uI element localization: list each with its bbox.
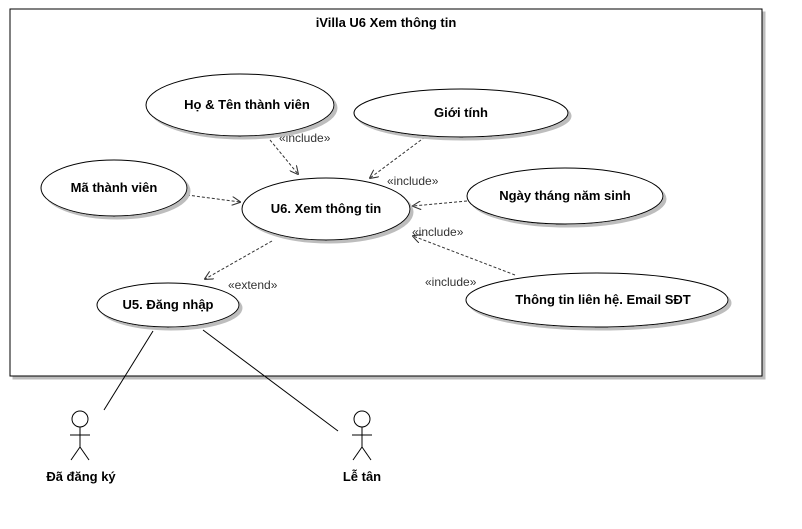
use-case-ma-tv[interactable]: Mã thành viên bbox=[40, 159, 188, 217]
use-case-lien-he-label: Thông tin liên hệ. Email SĐT bbox=[515, 292, 691, 307]
association-da-dang-ky bbox=[103, 330, 154, 411]
stick-figure-icon bbox=[352, 410, 372, 461]
include-line-gioi-tinh bbox=[370, 136, 426, 178]
use-case-ma-tv-label: Mã thành viên bbox=[71, 180, 158, 195]
include-label-gioi-tinh: «include» bbox=[387, 174, 439, 188]
stick-figure-icon bbox=[70, 410, 90, 461]
include-label-ngay-sinh: «include» bbox=[412, 225, 464, 239]
use-case-lien-he[interactable]: Thông tin liên hệ. Email SĐT bbox=[465, 272, 729, 328]
include-line-lien-he bbox=[413, 236, 516, 276]
extend-label: «extend» bbox=[228, 278, 278, 292]
actor-le-tan-label: Lễ tân bbox=[343, 469, 381, 484]
use-case-ho-ten-label: Họ & Tên thành viên bbox=[184, 97, 310, 112]
use-case-xem-thong-tin-label: U6. Xem thông tin bbox=[271, 201, 382, 216]
extend-line bbox=[205, 240, 273, 279]
include-line-ho-ten bbox=[269, 139, 298, 174]
include-line-ngay-sinh bbox=[413, 200, 468, 206]
use-case-xem-thong-tin[interactable]: U6. Xem thông tin bbox=[241, 177, 411, 241]
actor-da-dang-ky[interactable]: Đã đăng ký bbox=[46, 410, 116, 484]
actor-da-dang-ky-label: Đã đăng ký bbox=[46, 469, 116, 484]
actor-le-tan[interactable]: Lễ tân bbox=[343, 410, 381, 484]
use-case-ngay-sinh[interactable]: Ngày tháng năm sinh bbox=[466, 167, 664, 225]
use-case-dang-nhap-label: U5. Đăng nhập bbox=[122, 297, 213, 312]
use-case-gioi-tinh-label: Giới tính bbox=[434, 105, 488, 120]
include-line-ma-tv bbox=[186, 194, 240, 202]
include-label-ho-ten: «include» bbox=[279, 131, 331, 145]
include-label-lien-he: «include» bbox=[425, 275, 477, 289]
boundary-title: iVilla U6 Xem thông tin bbox=[316, 15, 457, 30]
use-case-dang-nhap[interactable]: U5. Đăng nhập bbox=[96, 282, 240, 328]
use-case-gioi-tinh[interactable]: Giới tính bbox=[353, 88, 569, 138]
use-case-ho-ten[interactable]: Họ & Tên thành viên bbox=[145, 73, 335, 137]
use-case-ngay-sinh-label: Ngày tháng năm sinh bbox=[499, 188, 631, 203]
association-le-tan bbox=[202, 329, 339, 432]
